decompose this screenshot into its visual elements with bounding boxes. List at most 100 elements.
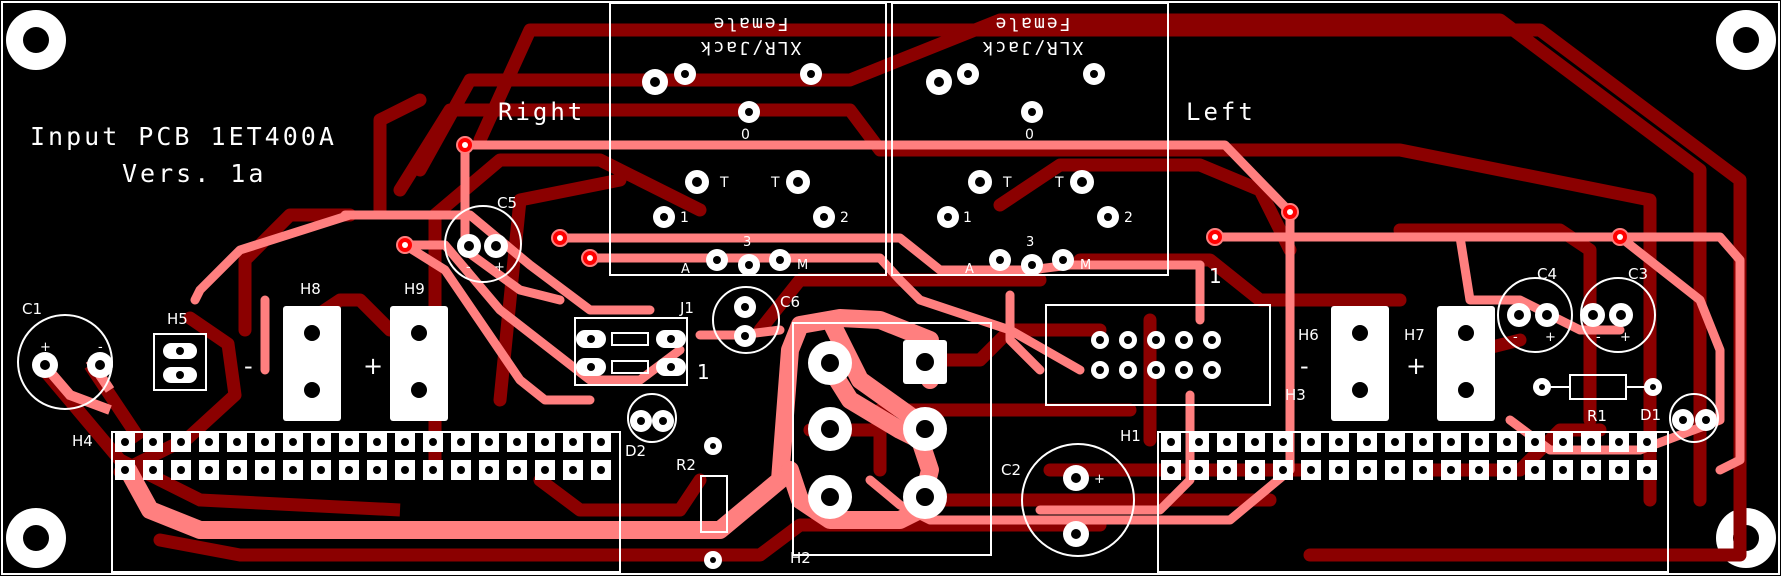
h8-minus-mark: - — [244, 352, 253, 380]
c5-minus-mark: - — [466, 260, 471, 275]
pad-hole — [513, 438, 521, 446]
pad-hole — [1195, 466, 1203, 474]
board-title: Input PCB 1ET400A — [30, 122, 337, 151]
j1-label: J1 — [679, 299, 694, 317]
pad-hole — [289, 438, 297, 446]
c1-plus-mark: + — [40, 340, 51, 355]
pad-hole — [1335, 466, 1343, 474]
pad-hole — [429, 466, 437, 474]
c6-outline — [712, 286, 780, 354]
pad-hole — [1180, 366, 1188, 374]
pad-hole — [317, 438, 325, 446]
pad-hole — [373, 466, 381, 474]
pad-hole — [1307, 438, 1315, 446]
c3-minus-mark: - — [1596, 330, 1601, 345]
pad-hole — [1559, 438, 1567, 446]
c5-label: C5 — [497, 194, 517, 212]
pad-hole — [149, 466, 157, 474]
xlr-left-pin-t2: T — [1054, 175, 1064, 191]
d1-label: D1 — [1640, 406, 1661, 424]
pad-hole — [1124, 336, 1132, 344]
pad-hole — [1167, 438, 1175, 446]
c5-plus-mark: + — [494, 260, 505, 275]
pad-hole — [597, 466, 605, 474]
c4-label: C4 — [1537, 265, 1557, 283]
r1-resistor — [1533, 374, 1662, 400]
pad-hole — [1587, 466, 1595, 474]
pad-hole — [149, 438, 157, 446]
c4-minus-mark: - — [1513, 330, 1518, 345]
pad-hole — [1279, 438, 1287, 446]
d2-label: D2 — [625, 442, 646, 460]
h2-outline — [792, 322, 992, 556]
pad-hole — [1475, 466, 1483, 474]
pad-hole — [345, 438, 353, 446]
pad-hole — [1503, 438, 1511, 446]
pad-hole — [1363, 466, 1371, 474]
channel-right-label: Right — [498, 98, 585, 126]
pad-hole — [457, 466, 465, 474]
pad-hole — [261, 466, 269, 474]
pad-hole — [1419, 438, 1427, 446]
pad-hole — [1152, 336, 1160, 344]
c6-label: C6 — [780, 293, 800, 311]
pad-hole — [261, 438, 269, 446]
j1-outline — [574, 317, 688, 386]
xlr-left-pin0: 0 — [1025, 127, 1034, 143]
r1-label: R1 — [1587, 407, 1607, 425]
h4-label: H4 — [72, 432, 93, 450]
pad-hole — [1096, 366, 1104, 374]
j1-pin1-mark: 1 — [697, 360, 710, 384]
pad-hole — [401, 438, 409, 446]
pad-hole — [485, 466, 493, 474]
pad-hole — [569, 438, 577, 446]
pad-hole — [1615, 438, 1623, 446]
pad-hole — [1251, 466, 1259, 474]
h2-label: H2 — [790, 549, 811, 567]
pad-hole — [1223, 466, 1231, 474]
h7-label: H7 — [1404, 326, 1425, 344]
pad-hole — [541, 438, 549, 446]
xlr-right-pin-m: M — [797, 258, 808, 273]
pad-hole — [457, 438, 465, 446]
c2-label: C2 — [1001, 461, 1021, 479]
pad-hole — [1643, 438, 1651, 446]
pad-hole — [1531, 466, 1539, 474]
xlr-right-pin2: 2 — [840, 210, 849, 226]
pad-hole — [373, 438, 381, 446]
pad-hole — [1363, 438, 1371, 446]
h6-minus-mark: - — [1300, 352, 1309, 380]
pad-hole — [1391, 466, 1399, 474]
xlr-left-pin-m: M — [1080, 258, 1091, 273]
pad-hole — [1447, 438, 1455, 446]
top-copper-traces — [190, 140, 1745, 525]
pad-hole — [1096, 336, 1104, 344]
c1-label: C1 — [22, 300, 42, 318]
terminal-blocks — [283, 306, 1495, 421]
pad-hole — [1223, 438, 1231, 446]
pad-hole — [1447, 466, 1455, 474]
pad-hole — [177, 438, 185, 446]
pad-hole — [1124, 366, 1132, 374]
h6-label: H6 — [1298, 326, 1319, 344]
xlr-right-pin1: 1 — [680, 210, 689, 226]
c3-label: C3 — [1628, 265, 1648, 283]
pad-hole — [597, 438, 605, 446]
pad-hole — [401, 466, 409, 474]
xlr-left-pin1: 1 — [963, 210, 972, 226]
pad-hole — [429, 438, 437, 446]
h4-outline — [111, 431, 621, 573]
xlr-right-pads — [642, 63, 835, 276]
c2-plus-mark: + — [1094, 472, 1105, 487]
pad-hole — [289, 466, 297, 474]
h9-terminal — [390, 306, 448, 421]
h3-label: H3 — [1285, 386, 1306, 404]
pad-hole — [1391, 438, 1399, 446]
pad-hole — [1503, 466, 1511, 474]
pad-hole — [121, 466, 129, 474]
channel-left-label: Left — [1186, 98, 1256, 126]
pad-hole — [1180, 336, 1188, 344]
h1-header-pads — [1161, 432, 1657, 480]
xlr-right-pin-t: T — [719, 175, 729, 191]
